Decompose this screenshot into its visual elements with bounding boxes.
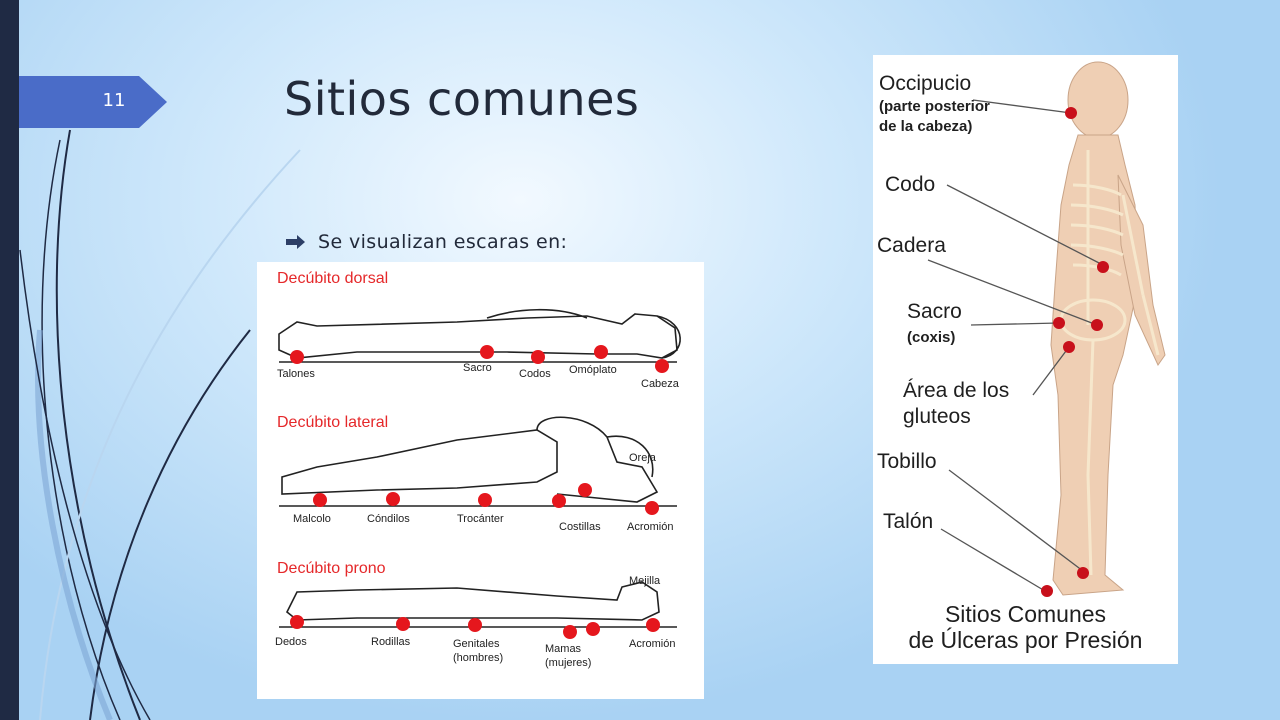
label-trocanter: Trocánter xyxy=(457,513,504,525)
label-omoplato: Omóplato xyxy=(569,364,617,376)
label-sacro: Sacro xyxy=(907,300,962,323)
bullet-text: Se visualizan escaras en: xyxy=(318,231,568,253)
decorative-curves xyxy=(19,129,301,720)
label-mamas-sub: (mujeres) xyxy=(545,657,592,669)
bullet-item: Se visualizan escaras en: xyxy=(286,231,567,253)
caption-line-1: Sitios Comunes xyxy=(944,601,1107,627)
label-talon: Talón xyxy=(883,510,934,533)
label-genitales-sub: (hombres) xyxy=(453,652,504,664)
slide-number: 11 xyxy=(102,90,126,111)
label-rodillas: Rodillas xyxy=(371,636,411,648)
slide-number-tab: 11 xyxy=(19,76,167,128)
arrow-right-icon xyxy=(286,235,305,249)
label-occipucio: Occipucio xyxy=(879,72,972,95)
label-codo: Codo xyxy=(885,173,936,196)
caption-line-2: de Úlceras por Presión xyxy=(908,627,1143,653)
label-condilos: Cóndilos xyxy=(367,513,410,525)
label-dedos: Dedos xyxy=(275,636,307,648)
label-costillas: Costillas xyxy=(559,521,601,533)
body-figure-caption: Sitios Comunes de Úlceras por Presión xyxy=(873,601,1178,653)
label-talones: Talones xyxy=(277,368,315,380)
label-sacro-sub: (coxis) xyxy=(907,329,956,346)
label-acromion-lateral: Acromión xyxy=(627,521,674,533)
label-genitales: Genitales xyxy=(453,638,500,650)
slide-title: Sitios comunes xyxy=(284,72,640,126)
label-mejilla: Mejilla xyxy=(629,575,661,587)
label-cadera: Cadera xyxy=(877,234,946,257)
label-sacro: Sacro xyxy=(463,362,492,374)
label-gluteos: gluteos xyxy=(903,405,971,428)
label-occipucio-sub2: de la cabeza) xyxy=(879,118,973,135)
label-area-gluteos: Área de los xyxy=(903,379,1010,402)
prono-title: Decúbito prono xyxy=(277,560,386,577)
left-accent-bar xyxy=(0,0,19,720)
pressure-points-positions-figure: Decúbito dorsal Talones Sacro Codos Omóp… xyxy=(257,262,704,699)
label-occipucio-sub1: (parte posterior xyxy=(879,98,990,115)
label-acromion-prono: Acromión xyxy=(629,638,676,650)
label-oreja: Oreja xyxy=(629,452,656,464)
label-cabeza: Cabeza xyxy=(641,378,679,390)
label-mamas: Mamas xyxy=(545,643,582,655)
label-malcolo: Malcolo xyxy=(293,513,331,525)
label-tobillo: Tobillo xyxy=(877,450,937,473)
pressure-ulcer-body-figure: Occipucio (parte posterior de la cabeza)… xyxy=(873,55,1178,664)
label-codos: Codos xyxy=(519,368,551,380)
lateral-title: Decúbito lateral xyxy=(277,414,389,431)
dorsal-title: Decúbito dorsal xyxy=(277,270,389,287)
